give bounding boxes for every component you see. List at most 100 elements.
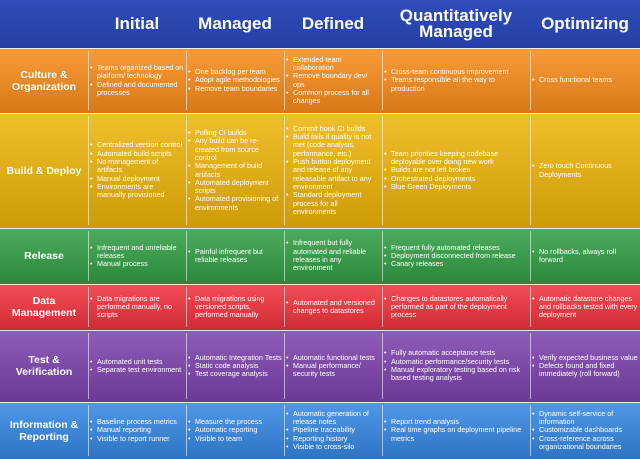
list-item: Deployment disconnected from release bbox=[382, 251, 528, 260]
list-item: Fully automatic acceptance tests bbox=[382, 349, 528, 358]
cell-information-reporting-defined: Automatic generation of release notesPip… bbox=[284, 402, 382, 459]
list-item: Cross-reference across organizational bo… bbox=[530, 434, 638, 452]
cell-build-deploy-quantitatively-managed: Team priorities keeping codebase deploya… bbox=[382, 113, 530, 228]
list-item: Extended team collaboration bbox=[284, 55, 380, 73]
list-item: Infrequent and unreliable releases bbox=[88, 243, 184, 261]
list-item: Data migrations are performed manually, … bbox=[88, 294, 184, 320]
list-item: Customizable dashboards bbox=[530, 426, 638, 435]
column-divider bbox=[284, 51, 285, 110]
column-divider bbox=[88, 405, 89, 456]
list-item: Pipeline traceability bbox=[284, 426, 380, 435]
list-item: Automatic Integration Tests bbox=[186, 353, 282, 362]
cell-information-reporting-optimizing: Dynamic self-service of informationCusto… bbox=[530, 402, 640, 459]
list-item: Manual performance/ security tests bbox=[284, 361, 380, 379]
list-item: Defined and documented processes bbox=[88, 80, 184, 98]
row-label-information-reporting: Information & Reporting bbox=[9, 418, 79, 443]
column-header-managed: Managed bbox=[198, 14, 272, 33]
column-divider bbox=[382, 116, 383, 225]
cell-culture-organization-quantitatively-managed: Cross-team continuous improvementTeams r… bbox=[382, 48, 530, 113]
cell-culture-organization-defined: Extended team collaborationRemove bounda… bbox=[284, 48, 382, 113]
column-divider bbox=[186, 405, 187, 456]
list-item: Cross-team continuous improvement bbox=[382, 67, 528, 76]
list-item: Painful infrequent but reliable releases bbox=[186, 247, 282, 265]
cell-culture-organization-initial: Teams organized based on platform/ techn… bbox=[88, 48, 186, 113]
cell-information-reporting-quantitatively-managed: Report trend analysisReal time graphs on… bbox=[382, 402, 530, 459]
list-item: Manual deployment bbox=[88, 174, 184, 183]
column-divider bbox=[284, 405, 285, 456]
column-divider bbox=[88, 116, 89, 225]
cell-build-deploy-optimizing: Zero touch Continuous Deployments bbox=[530, 113, 640, 228]
column-divider bbox=[530, 231, 531, 281]
column-header-optimizing: Optimizing bbox=[541, 14, 629, 33]
row-label-build-deploy: Build & Deploy bbox=[6, 164, 82, 177]
list-item: Any build can be re-created from source … bbox=[186, 137, 282, 162]
list-item: Defects found and fixed immediately (rol… bbox=[530, 361, 638, 379]
list-item: Changes to datastores automatically perf… bbox=[382, 294, 528, 320]
list-item: Standard deployment process for all envi… bbox=[284, 191, 380, 216]
list-item: Automatic datastore changes and rollback… bbox=[530, 294, 638, 320]
list-item: Adopt agile methodologies bbox=[186, 76, 282, 85]
list-item: Automated build scripts bbox=[88, 149, 184, 158]
list-item: Visible to cross-silo bbox=[284, 442, 380, 451]
column-divider bbox=[88, 287, 89, 327]
cell-build-deploy-defined: Commit hook CI buildsBuild fails if qual… bbox=[284, 113, 382, 228]
list-item: No management of artifacts bbox=[88, 157, 184, 175]
column-divider bbox=[382, 51, 383, 110]
list-item: Visible to report runner bbox=[88, 434, 184, 443]
list-item: Dynamic self-service of information bbox=[530, 409, 638, 427]
column-divider bbox=[530, 287, 531, 327]
column-divider bbox=[530, 405, 531, 456]
list-item: Canary releases bbox=[382, 259, 528, 268]
list-item: Cross functional teams bbox=[530, 76, 638, 85]
list-item: Common process for all changes bbox=[284, 88, 380, 106]
cell-data-management-defined: Automated and versioned changes to datas… bbox=[284, 284, 382, 330]
column-divider bbox=[186, 116, 187, 225]
list-item: Real time graphs on deployment pipeline … bbox=[382, 426, 528, 443]
cell-data-management-quantitatively-managed: Changes to datastores automatically perf… bbox=[382, 284, 530, 330]
list-item: No rollbacks, always roll forward bbox=[530, 247, 638, 265]
column-divider bbox=[284, 116, 285, 225]
list-item: Teams responsible all the way to product… bbox=[382, 76, 528, 93]
row-label-test-verification: Test & Verification bbox=[15, 354, 73, 378]
row-culture-organization: Culture & Organization Teams organized ba… bbox=[0, 48, 640, 113]
column-divider bbox=[284, 333, 285, 399]
list-item: Commit hook CI builds bbox=[284, 124, 380, 133]
list-item: Polling CI builds bbox=[186, 128, 282, 137]
column-divider bbox=[186, 51, 187, 110]
header-bar bbox=[0, 0, 640, 48]
cell-test-verification-quantitatively-managed: Fully automatic acceptance testsAutomati… bbox=[382, 330, 530, 402]
list-item: Automated unit tests bbox=[88, 357, 184, 366]
column-divider bbox=[186, 333, 187, 399]
cell-release-defined: Infrequent but fully automated and relia… bbox=[284, 228, 382, 284]
column-divider bbox=[88, 51, 89, 110]
list-item: Automated and versioned changes to datas… bbox=[284, 298, 380, 316]
list-item: Visible to team bbox=[186, 434, 282, 443]
row-label-data-management: Data Management bbox=[11, 295, 77, 319]
list-item: Push button deployment and release of an… bbox=[284, 157, 380, 191]
list-item: Orchestrated deployments bbox=[382, 174, 528, 183]
list-item: Baseline process metrics bbox=[88, 417, 184, 426]
column-divider bbox=[186, 231, 187, 281]
list-item: Environments are manually provisioned bbox=[88, 182, 184, 200]
list-item: Management of build artifacts bbox=[186, 162, 282, 179]
row-divider bbox=[0, 113, 640, 114]
row-label-release: Release bbox=[24, 250, 64, 262]
column-divider bbox=[88, 231, 89, 281]
column-divider bbox=[88, 333, 89, 399]
column-divider bbox=[382, 287, 383, 327]
column-divider bbox=[530, 51, 531, 110]
list-item: Reporting history bbox=[284, 434, 380, 443]
column-divider bbox=[530, 116, 531, 225]
cell-information-reporting-managed: Measure the processAutomatic reportingVi… bbox=[186, 402, 284, 459]
list-item: Teams organized based on platform/ techn… bbox=[88, 63, 184, 81]
column-divider bbox=[382, 333, 383, 399]
row-build-deploy: Build & DeployCentralized version contro… bbox=[0, 113, 640, 228]
list-item: Blue Green Deployments bbox=[382, 182, 528, 191]
list-item: Automatic performance/security tests bbox=[382, 357, 528, 366]
cell-test-verification-optimizing: Verify expected business valueDefects fo… bbox=[530, 330, 640, 402]
column-header-quantitatively-managed: Quantitatively Managed bbox=[399, 6, 513, 41]
cell-data-management-managed: Data migrations using versioned scripts,… bbox=[186, 284, 284, 330]
row-label-culture-organization: Culture & Organization bbox=[11, 68, 77, 93]
column-divider bbox=[186, 287, 187, 327]
list-item: Manual process bbox=[88, 259, 184, 268]
